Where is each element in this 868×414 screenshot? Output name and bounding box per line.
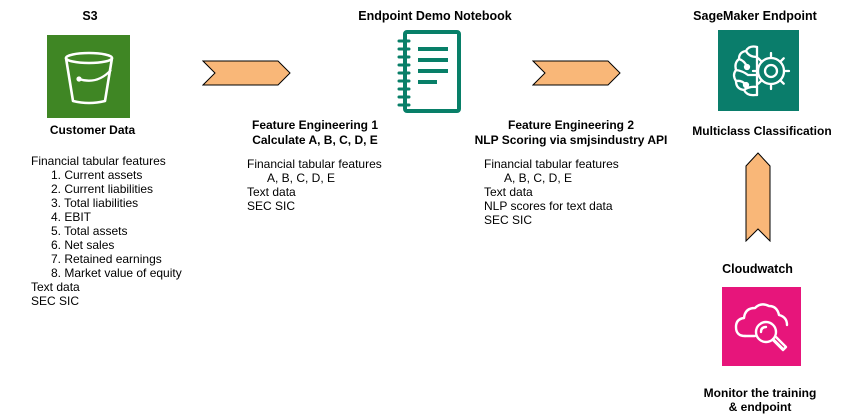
fe2-nlp-scores: NLP scores for text data	[484, 199, 613, 213]
fe2-abcde: A, B, C, D, E	[504, 171, 573, 185]
fe1-title: Feature Engineering 1	[251, 118, 379, 132]
notebook-title: Endpoint Demo Notebook	[358, 9, 512, 23]
s3-feature-item: 5. Total assets	[51, 224, 128, 238]
s3-feature-item: 6. Net sales	[51, 238, 115, 252]
fe1-header: Feature Engineering 1 Calculate A, B, C,…	[235, 118, 395, 148]
sagemaker-title: SageMaker Endpoint	[693, 9, 817, 23]
s3-feature-item: 8. Market value of equity	[51, 266, 182, 280]
s3-feature-item: 4. EBIT	[51, 210, 92, 224]
cloud-magnifier-icon	[722, 287, 801, 366]
s3-text-data: Text data	[31, 280, 80, 294]
s3-feature-list: Financial tabular features 1. Current as…	[31, 154, 182, 308]
cloudwatch-caption-line2: & endpoint	[728, 400, 792, 414]
s3-feature-item: 1. Current assets	[51, 168, 143, 182]
fe2-header: Feature Engineering 2 NLP Scoring via sm…	[466, 118, 676, 148]
flow-arrow-cloudwatch-to-endpoint	[745, 152, 771, 242]
cloudwatch-caption: Monitor the training & endpoint	[690, 386, 830, 414]
flow-arrow-notebook-to-endpoint	[532, 60, 621, 86]
fe2-text-data: Text data	[484, 185, 533, 199]
s3-sec-sic: SEC SIC	[31, 294, 80, 308]
fe2-feature-list: Financial tabular features A, B, C, D, E…	[484, 157, 619, 227]
s3-feature-item: 2. Current liabilities	[51, 182, 154, 196]
fe1-text-data: Text data	[247, 185, 296, 199]
fe1-subtitle: Calculate A, B, C, D, E	[252, 133, 378, 147]
cloudwatch-caption-line1: Monitor the training	[703, 386, 817, 400]
fe2-sec-sic: SEC SIC	[484, 213, 533, 227]
s3-feature-item: 7. Retained earnings	[51, 252, 162, 266]
fe1-abcde: A, B, C, D, E	[267, 171, 336, 185]
bucket-icon	[47, 35, 130, 118]
s3-feature-item: 3. Total liabilities	[51, 196, 139, 210]
fe2-features-heading: Financial tabular features	[484, 157, 619, 171]
s3-title: S3	[82, 9, 98, 23]
notebook-icon	[391, 28, 471, 116]
s3-caption: Customer Data	[49, 123, 136, 137]
fe1-features-heading: Financial tabular features	[247, 157, 382, 171]
fe1-feature-list: Financial tabular features A, B, C, D, E…	[247, 157, 382, 213]
fe2-subtitle: NLP Scoring via smjsindustry API	[474, 133, 668, 147]
cloudwatch-title: Cloudwatch	[722, 262, 793, 276]
s3-features-heading: Financial tabular features	[31, 154, 166, 168]
sagemaker-caption: Multiclass Classification	[692, 124, 832, 138]
fe2-title: Feature Engineering 2	[507, 118, 635, 132]
fe1-sec-sic: SEC SIC	[247, 199, 296, 213]
brain-gear-icon	[718, 30, 799, 111]
flow-arrow-s3-to-notebook	[202, 60, 291, 86]
